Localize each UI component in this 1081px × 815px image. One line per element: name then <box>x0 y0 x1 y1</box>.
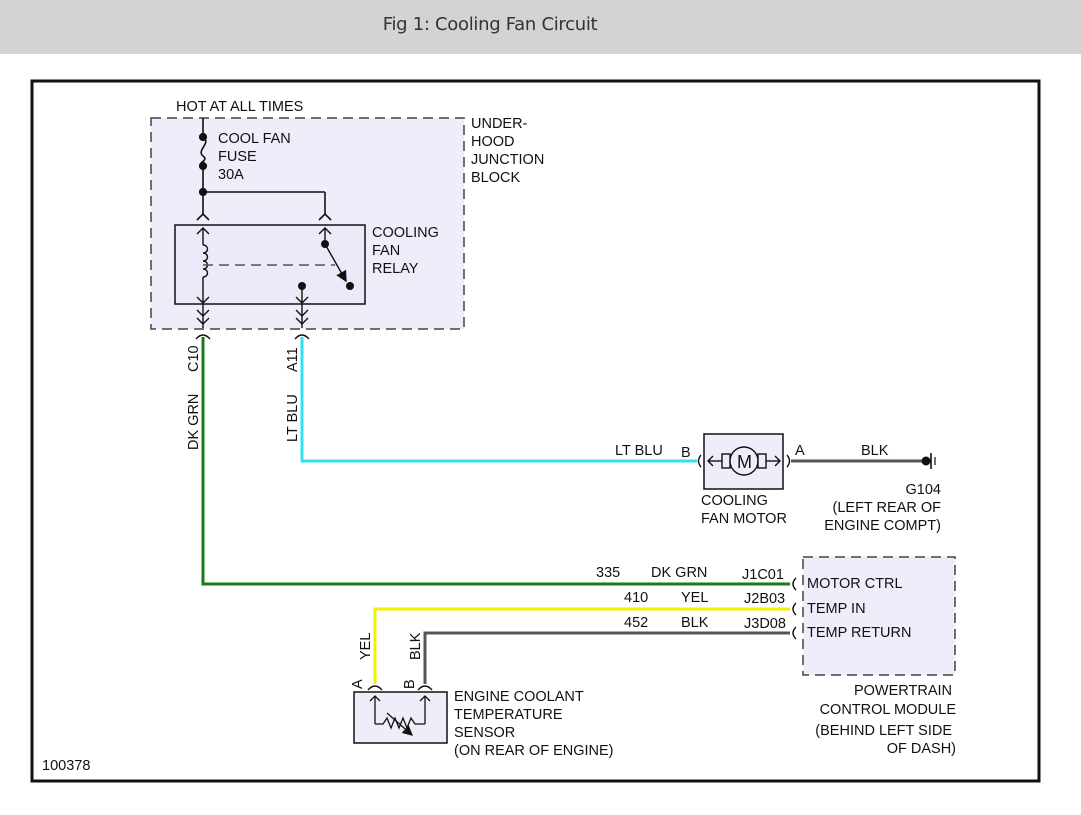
svg-text:CONTROL MODULE: CONTROL MODULE <box>820 702 957 718</box>
figure-title: Fig 1: Cooling Fan Circuit <box>382 14 598 35</box>
pcm-pin-motor-ctrl: MOTOR CTRL <box>807 576 903 592</box>
pin-c10-label: C10 <box>186 345 202 372</box>
wire-lt-blu <box>300 337 697 463</box>
sensor-box <box>353 691 448 744</box>
motor-label: COOLING FAN MOTOR <box>701 493 787 527</box>
wire-452-color: BLK <box>681 615 709 631</box>
motor-symbol <box>707 446 781 476</box>
svg-text:SENSOR: SENSOR <box>454 725 515 741</box>
pcm-pin-temp-return: TEMP RETURN <box>807 625 911 641</box>
svg-text:OF DASH): OF DASH) <box>887 741 956 757</box>
svg-text:30A: 30A <box>218 167 244 183</box>
wire-lt-blu-horizontal-label: LT BLU <box>615 443 663 459</box>
wire-410-color: YEL <box>681 590 708 606</box>
motor-pin-b-label: B <box>681 445 691 461</box>
pcm-label: POWERTRAIN CONTROL MODULE (BEHIND LEFT S… <box>815 683 956 757</box>
svg-text:HOOD: HOOD <box>471 134 515 150</box>
wire-452-pin: J3D08 <box>744 616 786 632</box>
motor-symbol-letter: M <box>737 452 752 472</box>
wire-335-pin: J1C01 <box>742 567 784 583</box>
relay-internals <box>196 227 355 304</box>
wire-blk-sensor-vertical-label: BLK <box>408 632 424 660</box>
svg-text:ENGINE COOLANT: ENGINE COOLANT <box>454 689 584 705</box>
svg-text:TEMPERATURE: TEMPERATURE <box>454 707 563 723</box>
wire-dk-grn-335 <box>201 337 790 586</box>
pcm-box <box>802 556 956 676</box>
wire-335-circuit: 335 <box>596 565 620 581</box>
svg-text:COOLING: COOLING <box>701 493 768 509</box>
svg-text:(ON REAR OF ENGINE): (ON REAR OF ENGINE) <box>454 743 614 759</box>
svg-text:FAN MOTOR: FAN MOTOR <box>701 511 787 527</box>
wire-335-color: DK GRN <box>651 565 707 581</box>
svg-text:(LEFT REAR OF: (LEFT REAR OF <box>833 500 942 516</box>
thermistor-symbol <box>369 695 431 736</box>
relay-feed-wires <box>196 187 332 221</box>
wire-blk-452 <box>423 631 790 684</box>
svg-text:UNDER-: UNDER- <box>471 116 528 132</box>
junction-block-label: UNDER- HOOD JUNCTION BLOCK <box>471 116 544 186</box>
svg-text:(BEHIND LEFT SIDE: (BEHIND LEFT SIDE <box>815 723 952 739</box>
wire-yel-410 <box>373 607 790 684</box>
sensor-connectors <box>367 685 433 691</box>
wire-452-circuit: 452 <box>624 615 648 631</box>
figure-id: 100378 <box>42 758 90 774</box>
pin-a11-label: A11 <box>285 347 301 372</box>
svg-text:COOL FAN: COOL FAN <box>218 131 291 147</box>
wire-yel-vertical-label: YEL <box>358 633 374 660</box>
motor-connector-b <box>697 454 702 468</box>
wire-410-circuit: 410 <box>624 590 648 606</box>
figure-header: Fig 1: Cooling Fan Circuit <box>0 0 1081 54</box>
svg-text:RELAY: RELAY <box>372 261 419 277</box>
svg-text:G104: G104 <box>906 482 941 498</box>
hot-at-all-times-label: HOT AT ALL TIMES <box>176 99 303 115</box>
relay-output-connectors <box>195 304 310 340</box>
svg-text:JUNCTION: JUNCTION <box>471 152 544 168</box>
pcm-pin-temp-in: TEMP IN <box>807 601 866 617</box>
svg-text:ENGINE COMPT): ENGINE COMPT) <box>824 518 941 534</box>
svg-text:POWERTRAIN: POWERTRAIN <box>854 683 952 699</box>
wire-410-pin: J2B03 <box>744 591 785 607</box>
wire-dk-grn-vertical-label: DK GRN <box>186 394 202 450</box>
sensor-pin-b-label: B <box>402 679 418 689</box>
relay-label: COOLING FAN RELAY <box>372 225 439 277</box>
motor-pin-a-label: A <box>795 443 805 459</box>
motor-connector-a <box>786 454 791 468</box>
ground-icon <box>921 453 936 469</box>
fuse-label: COOL FAN FUSE 30A <box>218 131 291 183</box>
sensor-pin-a-label: A <box>350 679 366 689</box>
fuse-symbol <box>198 118 208 192</box>
svg-text:COOLING: COOLING <box>372 225 439 241</box>
svg-text:BLOCK: BLOCK <box>471 170 520 186</box>
wire-lt-blu-vertical-label: LT BLU <box>285 394 301 442</box>
ground-label: G104 (LEFT REAR OF ENGINE COMPT) <box>824 482 941 534</box>
sensor-label: ENGINE COOLANT TEMPERATURE SENSOR (ON RE… <box>454 689 614 759</box>
wire-blk-ground-label: BLK <box>861 443 889 459</box>
svg-text:FAN: FAN <box>372 243 400 259</box>
svg-text:FUSE: FUSE <box>218 149 257 165</box>
pcm-pin-connectors <box>792 577 797 640</box>
